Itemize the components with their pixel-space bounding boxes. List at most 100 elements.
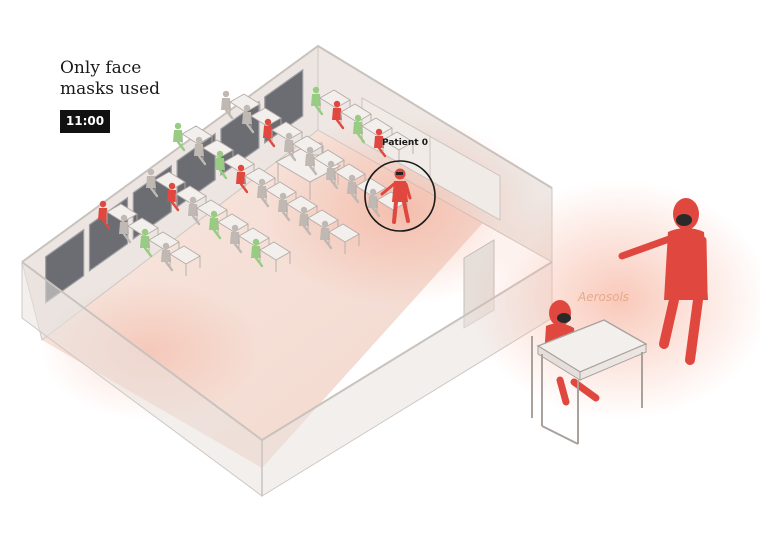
desk-unit [347, 174, 387, 208]
student-body [161, 250, 171, 262]
desk-unit [353, 114, 393, 148]
student-body [374, 136, 384, 148]
student-head [216, 150, 224, 158]
student-leg [281, 210, 291, 222]
desk-unit [299, 206, 339, 240]
student-leg [323, 238, 333, 250]
student-head [321, 220, 329, 228]
student-leg [314, 104, 324, 116]
room [21, 44, 553, 497]
student-leg [212, 228, 222, 240]
student-head [243, 104, 251, 112]
student-body [326, 168, 336, 180]
student-leg [254, 256, 264, 268]
student-head [162, 242, 170, 250]
student-body [167, 190, 177, 202]
student-head [174, 122, 182, 130]
student-leg [218, 168, 228, 180]
desk-unit [263, 118, 303, 152]
title-line-2: masks used [60, 79, 161, 99]
zoom-desk [531, 319, 648, 445]
student-head [189, 196, 197, 204]
desk-unit [146, 168, 186, 202]
student-body [221, 98, 231, 110]
desk-unit [167, 182, 207, 216]
student-head [168, 182, 176, 190]
student-body [194, 144, 204, 156]
patient-zero-label: Patient 0 [381, 138, 429, 148]
student-body [209, 218, 219, 230]
student-leg [122, 232, 132, 244]
student-body [299, 214, 309, 226]
desk-unit [320, 220, 360, 254]
student-leg [143, 246, 153, 258]
student-body [263, 126, 273, 138]
student-body [230, 232, 240, 244]
student-head [99, 200, 107, 208]
student-head [120, 214, 128, 222]
student-head [300, 206, 308, 214]
student-body [332, 108, 342, 120]
student-leg [197, 154, 207, 166]
title-line-1: Only face [60, 58, 142, 78]
student-leg [170, 200, 180, 212]
student-head [279, 192, 287, 200]
student-body [311, 94, 321, 106]
student-body [347, 182, 357, 194]
student-desks [98, 86, 414, 276]
student-body [119, 222, 129, 234]
student-head [327, 160, 335, 168]
student-leg [308, 164, 318, 176]
student-head [306, 146, 314, 154]
desk-unit [188, 196, 228, 230]
student-body [353, 122, 363, 134]
student-body [173, 130, 183, 142]
student-head [312, 86, 320, 94]
student-head [231, 224, 239, 232]
desk-unit [251, 238, 291, 272]
student-body [236, 172, 246, 184]
time-badge: 11:00 [60, 110, 110, 133]
desk-unit [374, 128, 414, 162]
student-body [242, 112, 252, 124]
student-body [215, 158, 225, 170]
student-leg [302, 224, 312, 236]
student-head [354, 114, 362, 122]
student-body [98, 208, 108, 220]
patient-zero-ring [364, 160, 436, 232]
student-leg [287, 150, 297, 162]
student-head [333, 100, 341, 108]
student-head [141, 228, 149, 236]
desk-unit [257, 178, 297, 212]
student-body [257, 186, 267, 198]
student-head [252, 238, 260, 246]
student-head [237, 164, 245, 172]
desk-unit [311, 86, 351, 120]
desk-unit [305, 146, 345, 180]
desk-unit [215, 150, 255, 184]
student-leg [377, 146, 387, 158]
student-leg [245, 122, 255, 134]
student-leg [266, 136, 276, 148]
desk-unit [161, 242, 201, 276]
student-body [305, 154, 315, 166]
student-leg [233, 242, 243, 254]
student-leg [239, 182, 249, 194]
student-head [348, 174, 356, 182]
student-head [195, 136, 203, 144]
desk-unit [140, 228, 180, 262]
desk-unit [242, 104, 282, 138]
desk-unit [119, 214, 159, 248]
student-body [146, 176, 156, 188]
student-head [285, 132, 293, 140]
student-leg [224, 108, 234, 120]
student-head [375, 128, 383, 136]
student-leg [371, 206, 381, 218]
standing-person [618, 198, 708, 365]
student-head [222, 90, 230, 98]
desk-unit [230, 224, 270, 258]
student-body [278, 200, 288, 212]
desk-unit [194, 136, 234, 170]
student-body [251, 246, 261, 258]
